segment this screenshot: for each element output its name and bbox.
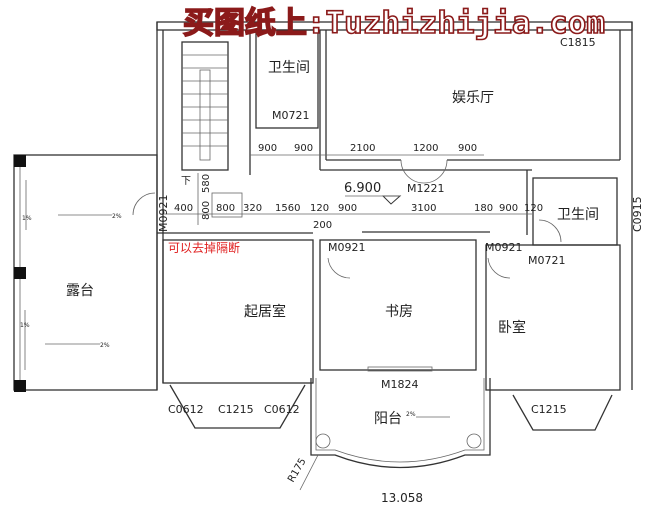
room-bedroom: 卧室 xyxy=(498,319,526,336)
dim-mid: 1560 xyxy=(275,203,300,214)
partition-note: 可以去掉隔断 xyxy=(168,240,240,255)
dim-top: 900 xyxy=(258,143,277,154)
dim-top: 900 xyxy=(294,143,313,154)
dim-top: 2100 xyxy=(350,143,375,154)
dim-mid: 320 xyxy=(243,203,262,214)
stair-down-label: 下 xyxy=(181,176,191,187)
dim-top: 900 xyxy=(458,143,477,154)
dim-mid: 900 xyxy=(499,203,518,214)
door-bath-right: M0721 xyxy=(528,254,566,267)
window-top: C1815 xyxy=(560,36,596,49)
room-entertainment-hall: 娱乐厅 xyxy=(452,90,494,106)
dim-top: 1200 xyxy=(413,143,438,154)
dim-vertical: 580 xyxy=(201,174,212,193)
slope-label: 2% xyxy=(100,342,110,349)
door-hall: M1221 xyxy=(407,182,445,195)
slope-label: 2% xyxy=(112,213,122,220)
dim-mid: 120 xyxy=(310,203,329,214)
room-terrace: 露台 xyxy=(66,283,94,299)
dim-mid: 400 xyxy=(174,203,193,214)
room-balcony: 阳台 xyxy=(374,411,402,427)
window-living-left: C0612 xyxy=(168,403,204,416)
dim-mid: 180 xyxy=(474,203,493,214)
dim-vertical: 800 xyxy=(201,201,212,220)
room-bathroom-right: 卫生间 xyxy=(557,207,599,223)
dim-200: 200 xyxy=(313,220,332,231)
room-bathroom-top: 卫生间 xyxy=(268,60,310,76)
door-bedroom: M0921 xyxy=(485,241,523,254)
window-living-center: C1215 xyxy=(218,403,254,416)
walls xyxy=(13,21,633,491)
dim-mid: 3100 xyxy=(411,203,436,214)
window-living-right: C0612 xyxy=(264,403,300,416)
slope-label: 1% xyxy=(20,322,30,329)
room-study: 书房 xyxy=(385,304,413,320)
slope-label: 2% xyxy=(406,411,416,418)
floor-elevation: 6.900 xyxy=(344,181,381,196)
door-balcony: M1824 xyxy=(381,378,419,391)
door-study: M0921 xyxy=(328,241,366,254)
bottom-elevation: 13.058 xyxy=(381,491,423,505)
slope-label: 1% xyxy=(22,215,32,222)
door-stair-left: M0921 xyxy=(157,195,170,233)
door-bath-top: M0721 xyxy=(272,109,310,122)
room-living: 起居室 xyxy=(244,303,286,320)
dim-mid: 800 xyxy=(216,203,235,214)
window-bedroom: C1215 xyxy=(531,403,567,416)
dim-mid: 120 xyxy=(524,203,543,214)
dim-mid: 900 xyxy=(338,203,357,214)
window-bath-right: C0915 xyxy=(631,196,644,232)
watermark: 买图纸上:Tuzhizhijia.com xyxy=(183,6,605,41)
